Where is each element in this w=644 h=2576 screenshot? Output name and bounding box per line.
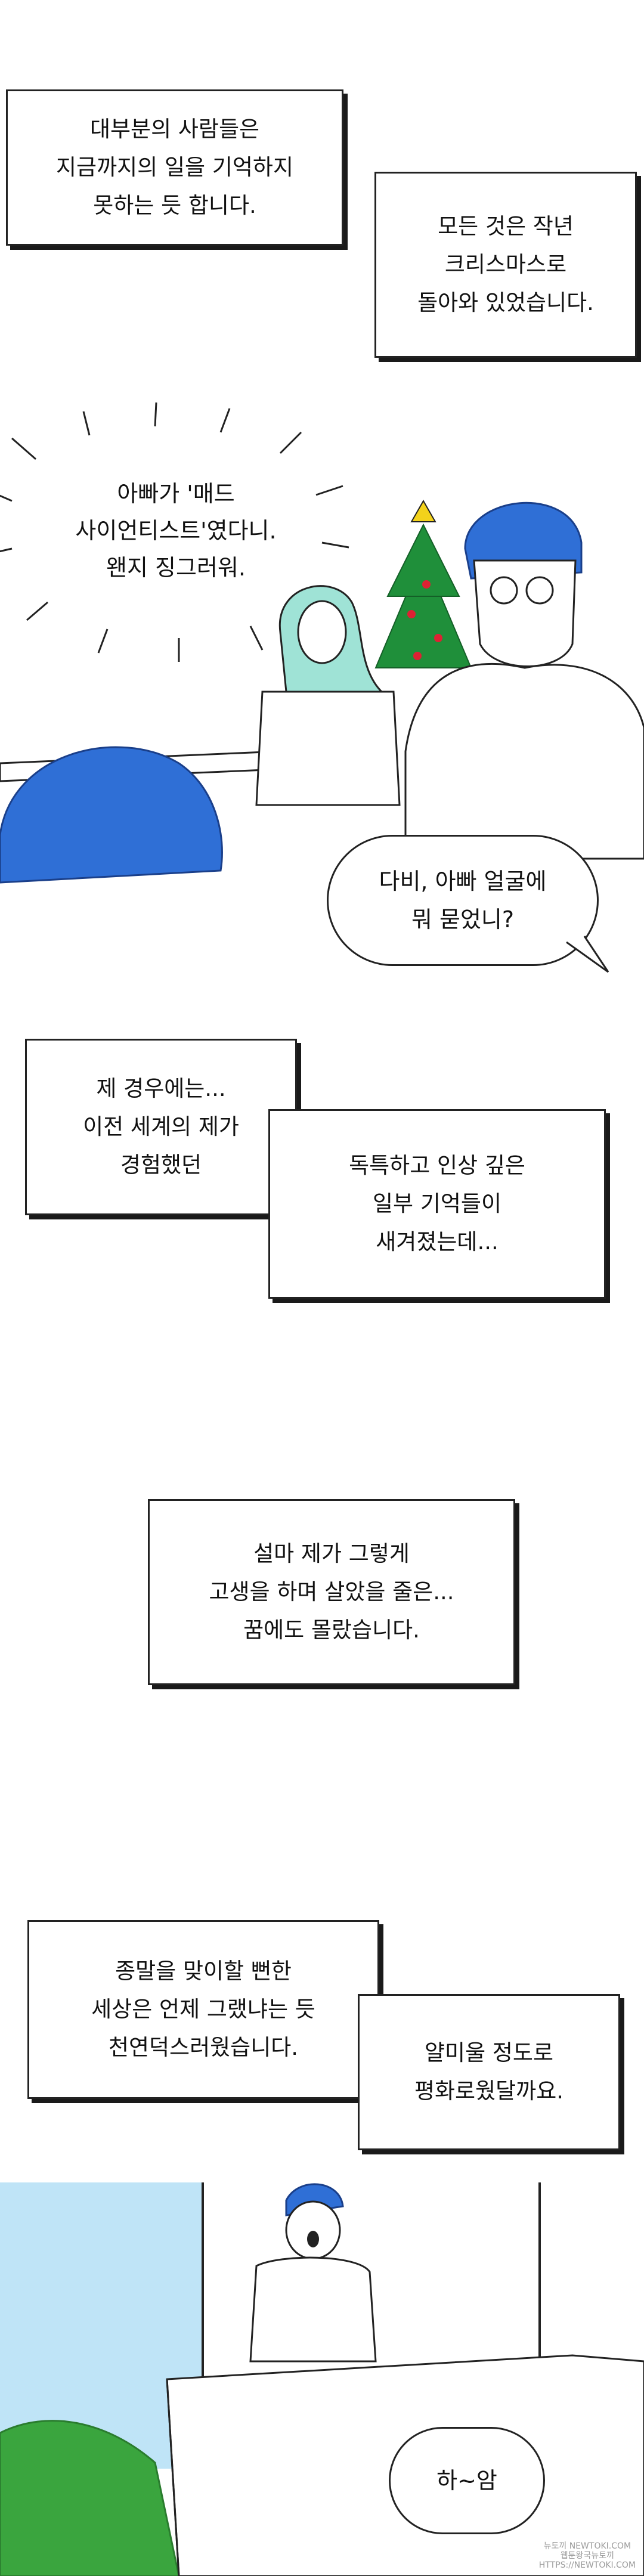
green-hill bbox=[0, 2420, 180, 2576]
thought-text: 아빠가 '매드 사이언티스트'였다니. 왠지 징그러워. bbox=[75, 481, 277, 581]
yawning-man bbox=[249, 2183, 377, 2363]
caption-box: 독특하고 인상 깊은 일부 기억들이 새겨졌는데... bbox=[268, 1109, 606, 1299]
speech-bubble: 하~암 bbox=[389, 2427, 545, 2534]
dad-character bbox=[404, 501, 644, 860]
watermark: 뉴토끼 NEWTOKI.COM 웹툰왕국뉴토끼 HTTPS://NEWTOKI.… bbox=[538, 2541, 636, 2570]
caption-box: 종말을 맞이할 뻔한 세상은 언제 그랬냐는 듯 천연덕스러웠습니다. bbox=[27, 1920, 379, 2099]
caption-box: 대부분의 사람들은 지금까지의 일을 기억하지 못하는 듯 합니다. bbox=[6, 89, 343, 246]
christmas-tree bbox=[374, 499, 472, 668]
balcony-scene bbox=[0, 2182, 644, 2576]
caption-box: 제 경우에는... 이전 세계의 제가 경험했던 bbox=[25, 1039, 297, 1215]
caption-box: 설마 제가 그렇게 고생을 하며 살았을 줄은... 꿈에도 몰랐습니다. bbox=[148, 1499, 515, 1685]
thought-burst bbox=[0, 402, 349, 662]
blue-hair bbox=[0, 746, 223, 884]
speech-tail bbox=[566, 936, 609, 973]
living-room-scene bbox=[0, 402, 644, 884]
mint-hair-girl bbox=[255, 585, 401, 806]
speech-bubble: 다비, 아빠 얼굴에 뭐 묻었니? bbox=[327, 835, 599, 966]
caption-box: 모든 것은 작년 크리스마스로 돌아와 있었습니다. bbox=[374, 172, 637, 358]
caption-box: 얄미울 정도로 평화로웠달까요. bbox=[358, 1994, 620, 2150]
